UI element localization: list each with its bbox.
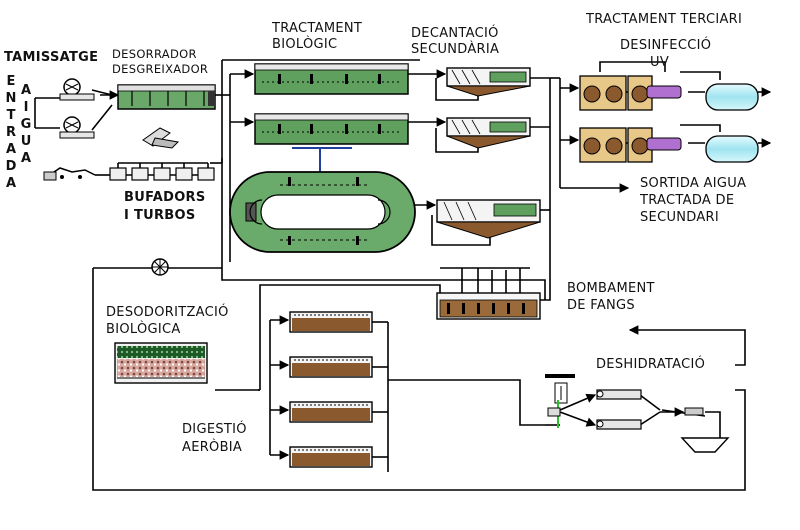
label-deshidratacio: DESHIDRATACIÓ bbox=[596, 357, 706, 372]
screen-conveyor bbox=[43, 167, 96, 181]
label-secundaria: SECUNDÀRIA bbox=[411, 42, 500, 57]
label-desodoritzacio: DESODORITZACIÓ bbox=[106, 305, 229, 320]
digester-3 bbox=[289, 401, 373, 423]
filter-row-2 bbox=[579, 127, 759, 163]
sludge-pumping-station bbox=[436, 292, 541, 320]
digester-4 bbox=[289, 446, 373, 468]
clarifier-1 bbox=[446, 67, 531, 97]
sludge-hopper bbox=[680, 437, 730, 453]
clarifier-2 bbox=[446, 117, 531, 149]
label-uv: UV bbox=[650, 55, 670, 70]
label-desorrador: DESORRADOR bbox=[112, 47, 197, 61]
tertiary-treatment bbox=[579, 75, 759, 163]
piping bbox=[34, 59, 772, 491]
centrifuge-2 bbox=[596, 419, 642, 430]
label-sortida-3: SECUNDARI bbox=[640, 210, 720, 225]
digester-1 bbox=[289, 311, 373, 333]
aerobic-digesters bbox=[289, 311, 373, 468]
blowers bbox=[109, 167, 215, 181]
label-bufadors: BUFADORS bbox=[124, 190, 206, 205]
label-biologic: BIOLÒGIC bbox=[272, 37, 338, 52]
screen-unit-1 bbox=[59, 78, 95, 101]
digester-2 bbox=[289, 356, 373, 378]
bio-basin-1 bbox=[254, 63, 409, 95]
label-decantacio: DECANTACIÓ bbox=[411, 26, 499, 41]
conveyor bbox=[661, 407, 706, 417]
label-aerobia: AERÒBIA bbox=[182, 440, 243, 455]
clarifier-3 bbox=[436, 199, 541, 239]
label-turbos: I TURBOS bbox=[124, 208, 196, 223]
desorrador-tank bbox=[117, 84, 216, 110]
label-desinfeccio: DESINFECCIÓ bbox=[620, 38, 712, 53]
label-sortida-1: SORTIDA AIGUA bbox=[640, 176, 747, 191]
label-de-fangs: DE FANGS bbox=[567, 298, 635, 313]
grit-classifier bbox=[142, 127, 180, 149]
label-tractament-biologic: TRACTAMENT bbox=[272, 21, 363, 36]
label-tamissatge: TAMISSATGE bbox=[4, 50, 99, 65]
biofilter bbox=[114, 342, 208, 384]
label-tractament-terciari: TRACTAMENT TERCIARI bbox=[586, 12, 743, 27]
dewatering bbox=[545, 374, 730, 453]
screen-unit-2 bbox=[59, 116, 95, 139]
label-sortida-2: TRACTADA DE bbox=[640, 193, 735, 208]
label-digestio: DIGESTIÓ bbox=[182, 422, 247, 437]
label-biologica: BIOLÒGICA bbox=[106, 322, 181, 337]
label-bombament: BOMBAMENT bbox=[567, 281, 655, 296]
label-desgreixador: DESGREIXADOR bbox=[112, 62, 209, 76]
tamissatge-screens bbox=[43, 78, 96, 181]
fan-icon bbox=[151, 258, 169, 276]
bio-basin-2 bbox=[254, 113, 409, 145]
filter-row-1 bbox=[579, 75, 759, 111]
oxidation-ditch bbox=[229, 171, 416, 253]
centrifuge-1 bbox=[596, 389, 642, 400]
